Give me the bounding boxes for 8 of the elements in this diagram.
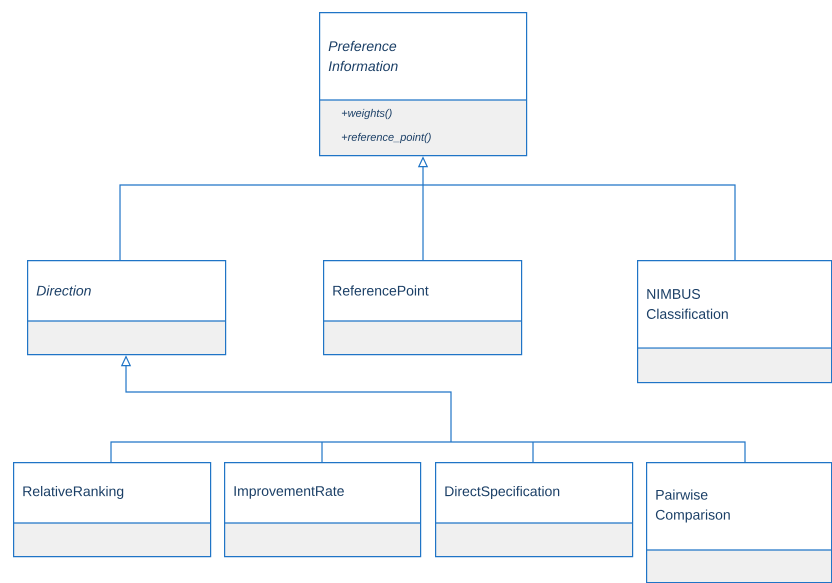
class-box: DirectSpecification bbox=[435, 462, 634, 558]
class-box: NIMBUS Classification bbox=[637, 260, 832, 384]
class-box: Pairwise Comparison bbox=[646, 462, 832, 583]
class-box: RelativeRanking bbox=[13, 462, 212, 558]
class-box: Direction bbox=[27, 260, 226, 356]
class-box: ReferencePoint bbox=[323, 260, 522, 356]
class-box: Preference Information +weights() +reference_point() bbox=[319, 12, 528, 156]
class-box: ImprovementRate bbox=[224, 462, 422, 558]
